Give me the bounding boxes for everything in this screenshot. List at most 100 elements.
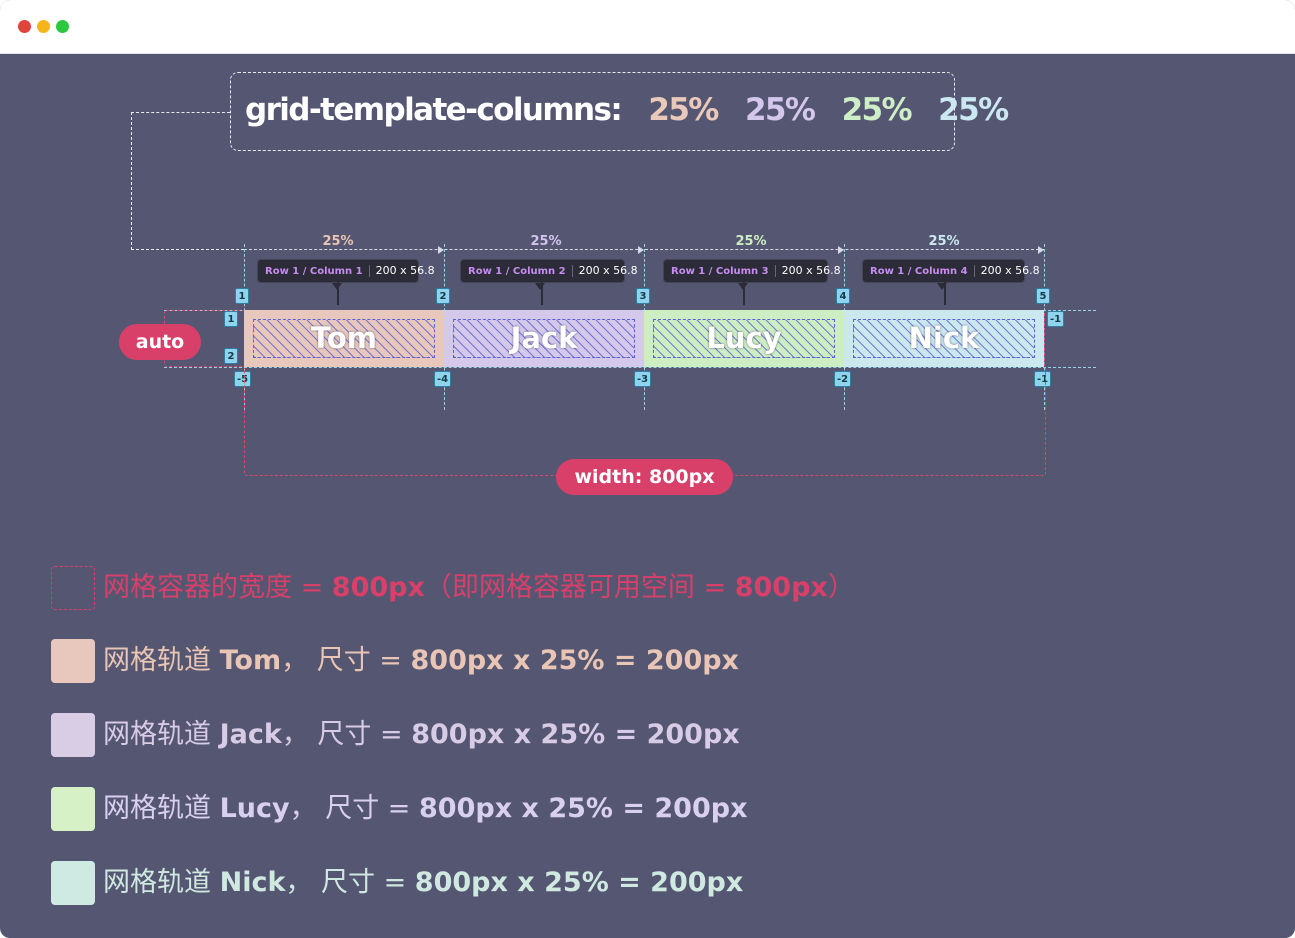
code-value-1: 25% bbox=[648, 92, 719, 128]
grid-item-jack: Jack bbox=[444, 310, 644, 367]
tooltip-pointer bbox=[541, 282, 543, 305]
row-line-number: 2 bbox=[224, 348, 238, 364]
column-line-number: 4 bbox=[836, 288, 850, 304]
legend-value: 800px bbox=[734, 572, 828, 603]
column-percent-label: 25% bbox=[928, 234, 960, 249]
column-line-number-negative: -1 bbox=[1034, 371, 1052, 387]
grid-item-label: Jack bbox=[510, 321, 578, 355]
tooltip-pointer bbox=[743, 282, 745, 305]
legend-track-name: Lucy bbox=[219, 793, 290, 824]
zoom-window-button[interactable] bbox=[56, 20, 69, 33]
legend-track-name: Jack bbox=[219, 719, 282, 750]
width-pill: width: 800px bbox=[556, 459, 733, 495]
tooltip-separator bbox=[973, 265, 975, 277]
legend-text: 网格轨道 Jack， 尺寸 = 800px x 25% = 200px bbox=[103, 713, 740, 757]
grid-line-guide bbox=[164, 367, 1096, 368]
column-line-number-negative: -3 bbox=[634, 371, 652, 387]
grid-item-label: Nick bbox=[908, 321, 980, 355]
grid-item-nick: Nick bbox=[844, 310, 1044, 367]
legend-swatch-container bbox=[51, 566, 95, 610]
code-value-4: 25% bbox=[938, 92, 1009, 128]
tooltip-position: Row 1 / Column 1 bbox=[265, 266, 363, 277]
legend-swatch bbox=[51, 787, 95, 831]
window-titlebar bbox=[0, 0, 1295, 54]
tooltip-pointer bbox=[944, 282, 946, 305]
code-connector bbox=[131, 112, 230, 113]
column-line-number: 3 bbox=[636, 288, 650, 304]
column-percent-label: 25% bbox=[735, 234, 767, 249]
column-percent-label: 25% bbox=[530, 234, 562, 249]
legend-swatch bbox=[51, 713, 95, 757]
close-window-button[interactable] bbox=[18, 20, 31, 33]
legend-swatch bbox=[51, 639, 95, 683]
legend-track-name: Tom bbox=[219, 645, 282, 676]
cell-tooltip: Row 1 / Column 3 200 x 56.8 bbox=[663, 259, 841, 290]
column-line-number: 1 bbox=[235, 288, 249, 304]
row-size-pill: auto bbox=[119, 324, 201, 360]
legend-formula: 800px x 25% = 200px bbox=[414, 867, 744, 898]
grid-item-lucy: Lucy bbox=[644, 310, 844, 367]
dimension-arrow bbox=[1038, 246, 1044, 254]
tooltip-separator bbox=[571, 265, 573, 277]
column-percent-label: 25% bbox=[322, 234, 354, 249]
legend-value: 800px bbox=[331, 572, 425, 603]
tooltip-position: Row 1 / Column 2 bbox=[468, 266, 566, 277]
tooltip-pointer bbox=[337, 282, 339, 305]
legend-middle: （即网格容器可用空间 = bbox=[424, 572, 735, 603]
legend-prefix: 网格轨道 bbox=[103, 867, 220, 898]
code-line: grid-template-columns: 25% 25% 25% 25% bbox=[245, 88, 1009, 132]
minimize-window-button[interactable] bbox=[37, 20, 50, 33]
tooltip-separator bbox=[368, 265, 370, 277]
tooltip-size: 200 x 56.8 bbox=[375, 264, 435, 277]
dimension-arrow bbox=[438, 246, 444, 254]
column-line-number: 2 bbox=[436, 288, 450, 304]
cell-tooltip: Row 1 / Column 4 200 x 56.8 bbox=[862, 259, 1040, 290]
code-connector-bottom bbox=[131, 249, 244, 250]
cell-tooltip: Row 1 / Column 2 200 x 56.8 bbox=[460, 259, 638, 290]
column-line-number: 5 bbox=[1036, 288, 1050, 304]
code-property: grid-template-columns: bbox=[245, 92, 623, 128]
legend-text: 网格轨道 Tom， 尺寸 = 800px x 25% = 200px bbox=[103, 639, 739, 683]
legend-swatch bbox=[51, 861, 95, 905]
legend-size-label: 尺寸 = bbox=[321, 867, 415, 898]
legend-text: 网格轨道 Nick， 尺寸 = 800px x 25% = 200px bbox=[103, 861, 743, 905]
tooltip-size: 200 x 56.8 bbox=[781, 264, 841, 277]
row-line-number-negative: -1 bbox=[1047, 311, 1065, 327]
dimension-arrow bbox=[838, 246, 844, 254]
row-line-number: 1 bbox=[224, 311, 238, 327]
legend-text: 网格容器的宽度 = 800px（即网格容器可用空间 = 800px） bbox=[103, 566, 855, 610]
code-value-3: 25% bbox=[841, 92, 913, 128]
legend-size-label: 尺寸 = bbox=[317, 719, 412, 750]
tooltip-position: Row 1 / Column 4 bbox=[870, 266, 968, 277]
grid-item-label: Tom bbox=[310, 321, 378, 355]
legend-suffix: ） bbox=[827, 572, 855, 603]
legend-size-label: 尺寸 = bbox=[325, 793, 420, 824]
tooltip-position: Row 1 / Column 3 bbox=[671, 266, 769, 277]
code-box bbox=[230, 72, 955, 151]
cell-content-area bbox=[653, 319, 835, 358]
legend-sep: ， bbox=[281, 645, 309, 676]
legend-formula: 800px x 25% = 200px bbox=[411, 719, 740, 750]
tooltip-size: 200 x 56.8 bbox=[578, 264, 638, 277]
tooltip-separator bbox=[774, 265, 776, 277]
column-line-number-negative: -5 bbox=[234, 371, 252, 387]
legend-sep: ， bbox=[285, 867, 313, 898]
code-value-2: 25% bbox=[744, 92, 816, 128]
legend-sep: ， bbox=[289, 793, 317, 824]
column-line-number-negative: -2 bbox=[834, 371, 852, 387]
legend-prefix: 网格容器的宽度 = bbox=[103, 572, 332, 603]
legend-prefix: 网格轨道 bbox=[103, 719, 220, 750]
cell-content-area bbox=[453, 319, 635, 358]
legend-prefix: 网格轨道 bbox=[103, 793, 220, 824]
dimension-arrow bbox=[638, 246, 644, 254]
legend-size-label: 尺寸 = bbox=[316, 645, 411, 676]
column-line-number-negative: -4 bbox=[434, 371, 452, 387]
cell-content-area bbox=[253, 319, 435, 358]
legend-formula: 800px x 25% = 200px bbox=[410, 645, 739, 676]
code-connector-vertical bbox=[131, 112, 132, 250]
legend-sep: ， bbox=[281, 719, 309, 750]
grid-item-tom: Tom bbox=[244, 310, 444, 367]
legend-prefix: 网格轨道 bbox=[103, 645, 220, 676]
tooltip-size: 200 x 56.8 bbox=[980, 264, 1040, 277]
